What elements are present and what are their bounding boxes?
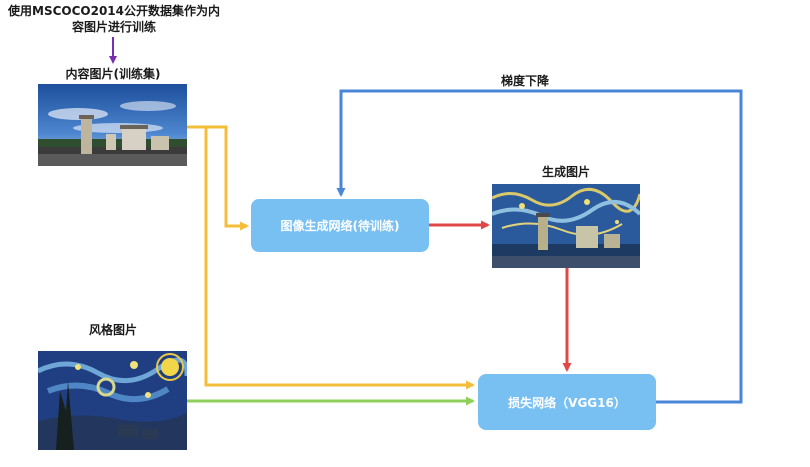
arrow-content-to-generator [187,125,249,231]
style-image [38,351,187,450]
loss-network-box: 损失网络（VGG16） [478,374,656,430]
annotation-line-1: 使用MSCOCO2014公开数据集作为内 [8,4,220,18]
generated-image-label: 生成图片 [541,165,590,179]
image-generation-network-box: 图像生成网络(待训练) [251,199,429,252]
style-image-label: 风格图片 [88,323,137,337]
annotation-line-2: 容图片进行训练 [71,20,156,34]
generated-image [492,184,640,268]
arrow-content-to-loss [187,125,475,390]
arrow-gradient-descent [336,89,743,404]
content-image [38,84,187,166]
gradient-descent-label: 梯度下降 [500,74,549,88]
content-image-label: 内容图片(训练集) [65,67,161,81]
